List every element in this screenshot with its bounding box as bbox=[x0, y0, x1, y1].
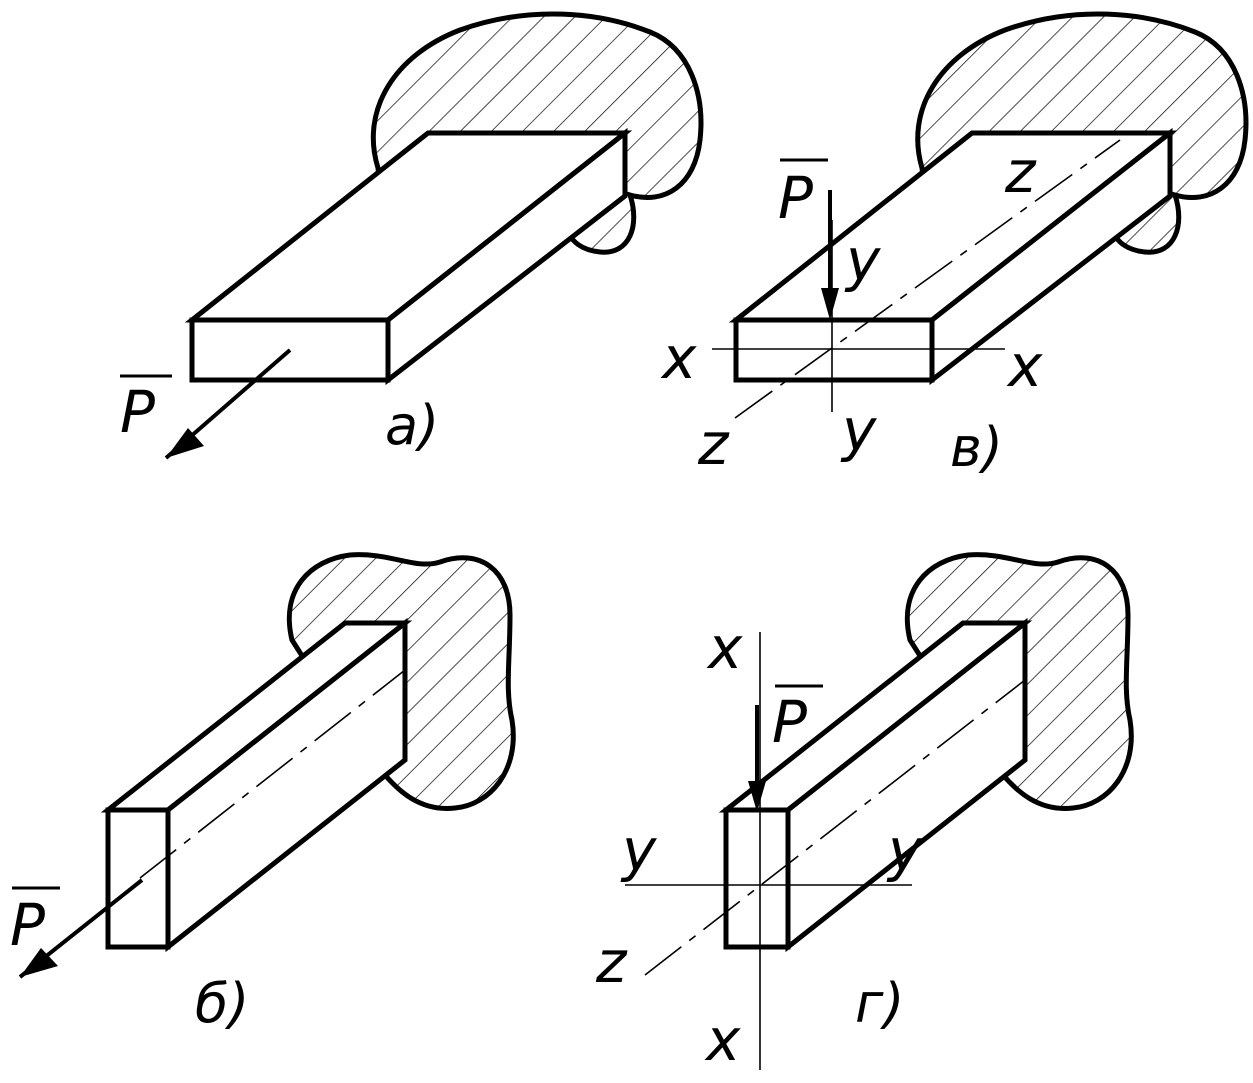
panel-caption: б) bbox=[195, 972, 249, 1035]
panel-v: P y x x z z y в) bbox=[660, 11, 1249, 479]
axis-x-bottom-label: x bbox=[704, 1006, 741, 1074]
axis-z-top-label: z bbox=[1004, 138, 1037, 206]
axis-x-right-label: x bbox=[1006, 332, 1043, 400]
axis-z-bottom-label: z bbox=[697, 410, 730, 478]
panel-caption: а) bbox=[385, 394, 439, 457]
beam-end-face bbox=[723, 807, 791, 950]
axis-y-top-label: y bbox=[844, 226, 881, 294]
axis-y-right-label: y bbox=[886, 816, 923, 884]
force-label: P bbox=[778, 164, 813, 232]
beam-end-face bbox=[733, 317, 935, 383]
force-arrow-head bbox=[166, 428, 204, 458]
axis-y-bottom-label: y bbox=[840, 396, 877, 464]
axis-x-top-label: x bbox=[706, 614, 743, 682]
force-arrow-head bbox=[748, 781, 766, 812]
force-label: P bbox=[120, 378, 155, 446]
force-label: P bbox=[772, 688, 807, 756]
panel-caption: г) bbox=[855, 972, 904, 1035]
axis-x-left-label: x bbox=[660, 324, 697, 392]
beam-end-face bbox=[105, 807, 171, 950]
axis-z-label: z bbox=[595, 928, 628, 996]
force-arrow-head bbox=[20, 948, 58, 977]
panel-b: P б) bbox=[10, 552, 516, 1035]
force-arrow-head bbox=[821, 288, 839, 320]
panel-g: P x y y z x г) bbox=[595, 552, 1134, 1074]
axis-z bbox=[644, 679, 1026, 976]
panel-a: P а) bbox=[120, 11, 704, 460]
panel-caption: в) bbox=[950, 416, 1003, 479]
beam-axis bbox=[139, 669, 406, 879]
axis-z bbox=[734, 139, 1121, 419]
force-label: P bbox=[10, 891, 45, 959]
axis-y-left-label: y bbox=[620, 816, 657, 884]
